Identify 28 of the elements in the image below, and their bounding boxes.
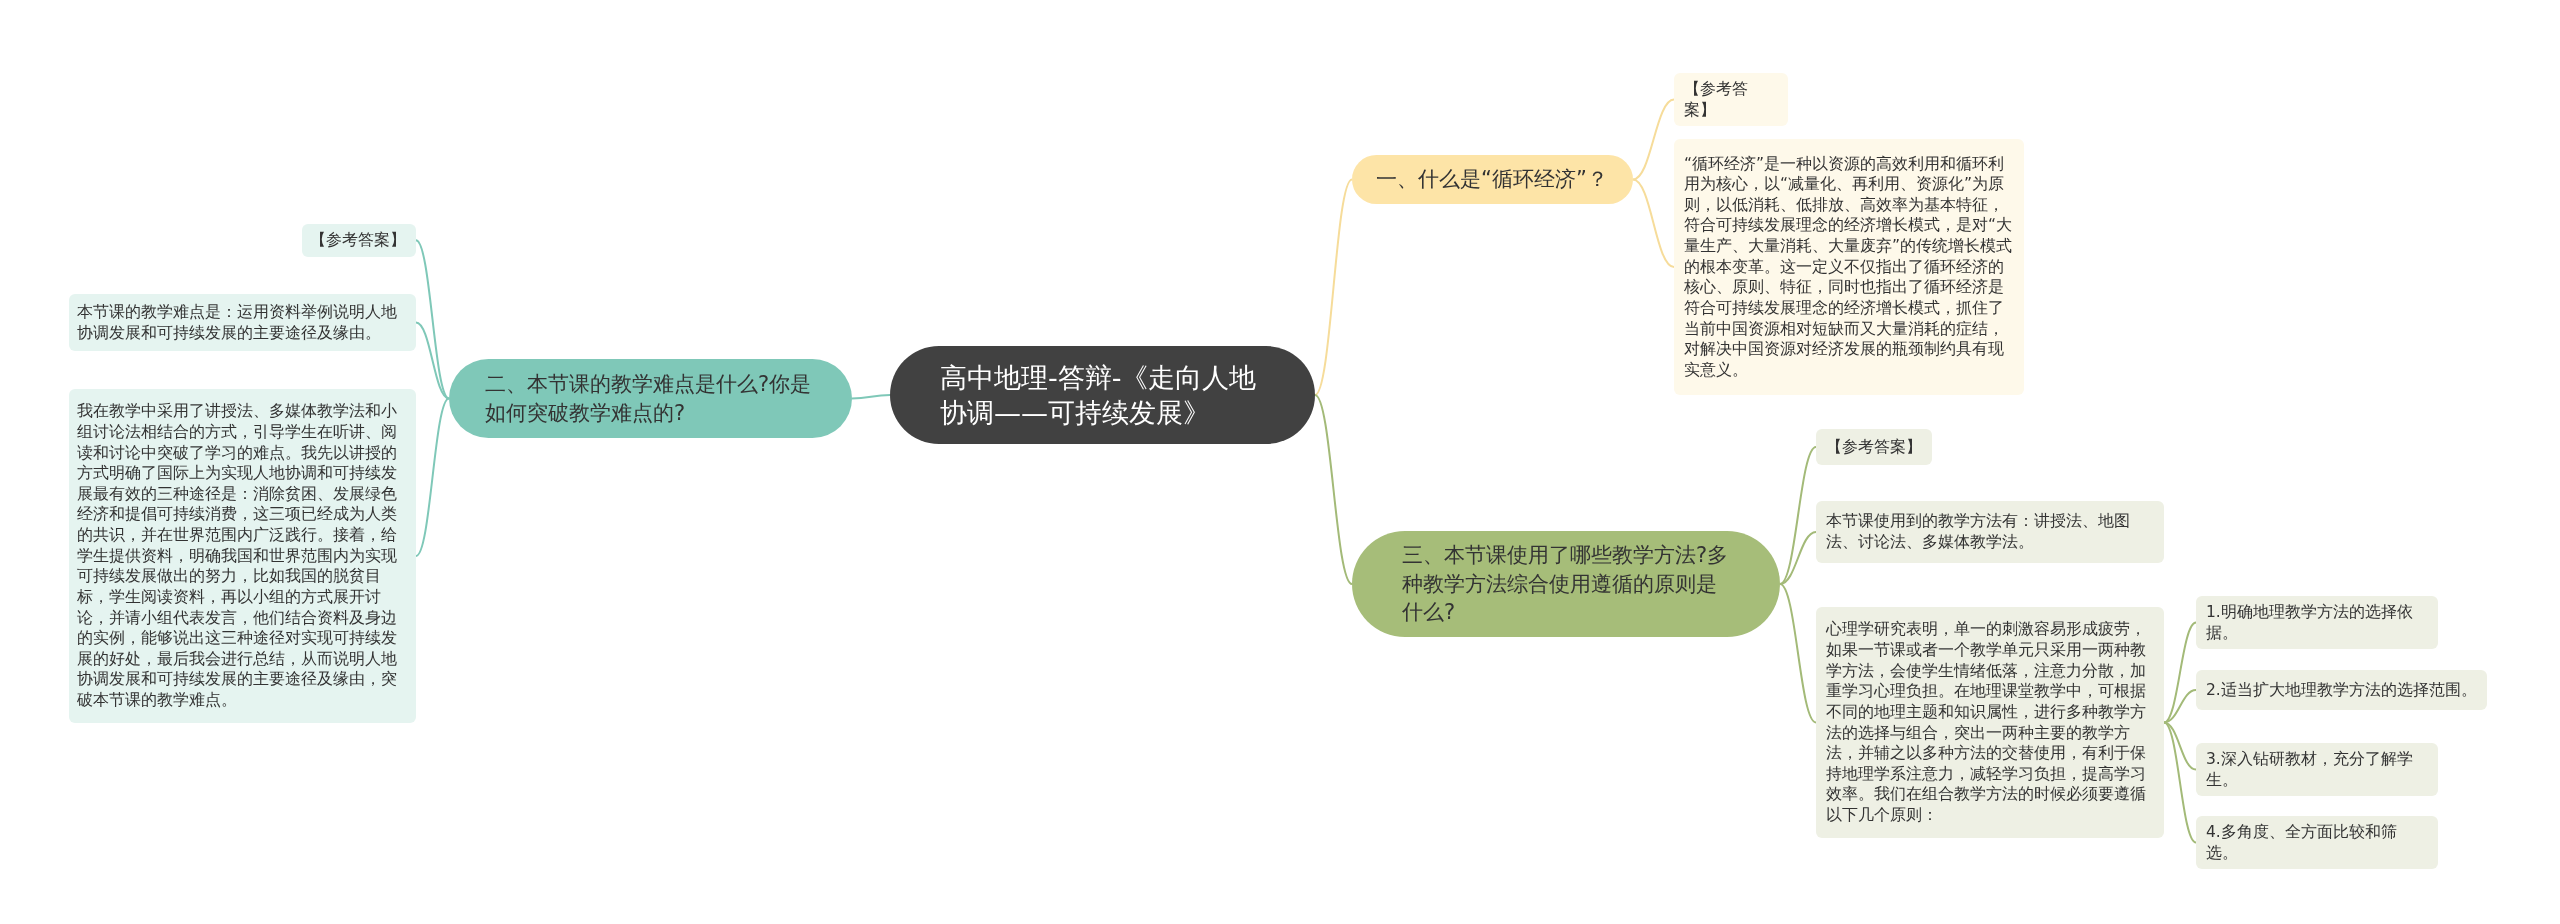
note-card: 本节课使用到的教学方法有：讲授法、地图法、讨论法、多媒体教学法。 — [1816, 501, 2164, 563]
topic-pill: 二、本节课的教学难点是什么?你是如何突破教学难点的? — [449, 359, 852, 438]
connector-line — [1632, 98, 1675, 181]
connector-line — [1632, 178, 1675, 268]
connector-line — [851, 394, 891, 400]
topic-pill: 一、什么是“循环经济”？ — [1352, 155, 1633, 204]
note-card: “循环经济”是一种以资源的高效利用和循环利用为核心，以“减量化、再利用、资源化”为原则，以低消耗、低排放、高效率为基本特征，符合可持续发展理念的经济增长模式，是对“大量生产、大量消耗、大量废弃”的传统增长模式的根本变革。这一定义不仅指出了循环经济的核心、原则、特征，同时也指出了循环经济是符合可持续发展理念的经济增长模式，抓住了当前中国资源相对短缺而又大量消耗的症结，对解决中国资源对经济发展的瓶颈制约具有现实意义。 — [1674, 139, 2024, 395]
note-card: 2.适当扩大地理教学方法的选择范围。 — [2196, 670, 2487, 710]
note-card: 本节课的教学难点是：运用资料举例说明人地协调发展和可持续发展的主要途径及缘由。 — [69, 294, 416, 351]
connector-line — [1779, 531, 1817, 585]
note-card: 【参考答案】 — [302, 224, 416, 257]
connector-line — [2163, 721, 2197, 844]
note-card: 3.深入钻研教材，充分了解学生。 — [2196, 743, 2438, 797]
note-card: 1.明确地理教学方法的选择依据。 — [2196, 596, 2438, 650]
connector-line — [415, 397, 450, 557]
connector-line — [1779, 583, 1817, 724]
connector-line — [1314, 178, 1353, 396]
root-topic: 高中地理-答辩-《走向人地协调——可持续发展》 — [890, 346, 1315, 444]
topic-pill: 三、本节课使用了哪些教学方法?多种教学方法综合使用遵循的原则是什么? — [1352, 531, 1780, 637]
connector-line — [415, 321, 450, 400]
connector-line — [1779, 446, 1817, 585]
note-card: 心理学研究表明，单一的刺激容易形成疲劳，如果一节课或者一个教学单元只采用一两种教学方法，会使学生情绪低落，注意力分散，加重学习心理负担。在地理课堂教学中，可根据不同的地理主题和知识属性，进行多种教学方法的选择与组合，突出一两种主要的教学方法，并辅之以多种方法的交替使用，有利于保持地理学系注意力，减轻学习负担，提高学习效率。我们在组合教学方法的时候必须要遵循以下几个原则： — [1816, 607, 2164, 838]
connector-line — [2163, 621, 2197, 724]
note-card: 【参考答案】 — [1816, 429, 1932, 465]
connector-line — [1314, 394, 1353, 585]
note-card: 【参考答案】 — [1674, 73, 1788, 127]
note-card: 4.多角度、全方面比较和筛选。 — [2196, 816, 2438, 870]
note-card: 我在教学中采用了讲授法、多媒体教学法和小组讨论法相结合的方式，引导学生在听讲、阅读和讨论中突破了学习的难点。我先以讲授的方式明确了国际上为实现人地协调和可持续发展最有效的三种途径是：消除贫困、发展绿色经济和提倡可持续消费，这三项已经成为人类的共识，并在世界范围内广泛践行。接着，给学生提供资料，明确我国和世界范围内为实现可持续发展做出的努力，比如我国的脱贫目标，学生阅读资料，再以小组的方式展开讨论，并请小组代表发言，他们结合资料及身边的实例，能够说出这三种途径对实现可持续发展的好处，最后我会进行总结，从而说明人地协调发展和可持续发展的主要途径及缘由，突破本节课的教学难点。 — [69, 389, 416, 723]
